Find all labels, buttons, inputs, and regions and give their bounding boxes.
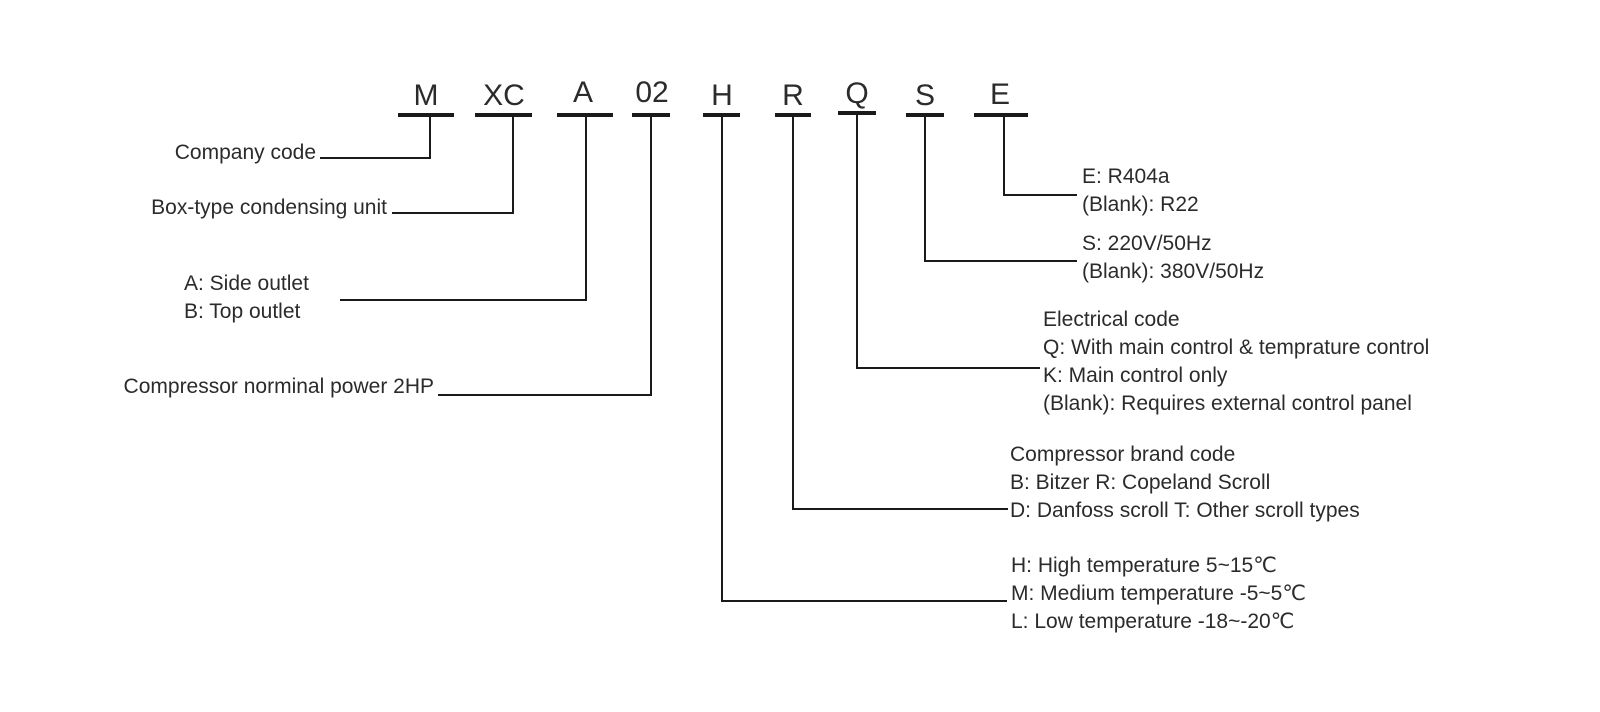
leader-electrical (856, 113, 1040, 369)
electrical-blank-label: (Blank): Requires external control panel (1043, 392, 1412, 415)
brand-danfoss-other-label: D: Danfoss scroll T: Other scroll types (1010, 499, 1360, 522)
electrical-q-label: Q: With main control & temprature contro… (1043, 336, 1429, 359)
code-a: A (573, 76, 593, 109)
leader-voltage (924, 115, 1077, 262)
refrigerant-e-label: E: R404a (1082, 165, 1170, 188)
code-h: H (711, 79, 733, 112)
right-labels: E: R404a (Blank): R22 S: 220V/50Hz (Blan… (1010, 165, 1429, 633)
electrical-code-heading: Electrical code (1043, 308, 1180, 331)
code-xc: XC (483, 79, 525, 112)
electrical-k-label: K: Main control only (1043, 364, 1228, 387)
code-m: M (414, 79, 439, 112)
leader-outlet (340, 115, 587, 301)
left-labels: Company code Box-type condensing unit A:… (124, 141, 434, 398)
refrigerant-blank-label: (Blank): R22 (1082, 193, 1199, 216)
code-e: E (990, 78, 1010, 111)
leader-temperature (721, 115, 1007, 602)
model-code-row: M XC A 02 H R Q S E (414, 76, 1011, 112)
box-type-label: Box-type condensing unit (151, 196, 387, 219)
leader-box-type (392, 115, 514, 214)
code-underlines (398, 111, 1028, 117)
code-r: R (782, 79, 804, 112)
temperature-low-label: L: Low temperature -18~-20℃ (1011, 610, 1294, 633)
code-02: 02 (635, 76, 668, 109)
voltage-s-label: S: 220V/50Hz (1082, 232, 1212, 255)
temperature-high-label: H: High temperature 5~15℃ (1011, 554, 1277, 577)
compressor-power-label: Compressor norminal power 2HP (124, 375, 434, 398)
company-code-label: Company code (175, 141, 316, 164)
brand-bitzer-copeland-label: B: Bitzer R: Copeland Scroll (1010, 471, 1270, 494)
leader-refrigerant (1003, 115, 1077, 196)
code-q: Q (845, 77, 868, 110)
leader-company (320, 115, 431, 159)
leader-lines (320, 113, 1077, 602)
outlet-top-label: B: Top outlet (184, 300, 301, 323)
brand-code-heading: Compressor brand code (1010, 443, 1235, 466)
voltage-blank-label: (Blank): 380V/50Hz (1082, 260, 1264, 283)
leader-power (438, 115, 652, 396)
leader-brand (792, 115, 1008, 510)
temperature-medium-label: M: Medium temperature -5~5℃ (1011, 582, 1306, 605)
outlet-side-label: A: Side outlet (184, 272, 309, 295)
code-s: S (915, 79, 935, 112)
